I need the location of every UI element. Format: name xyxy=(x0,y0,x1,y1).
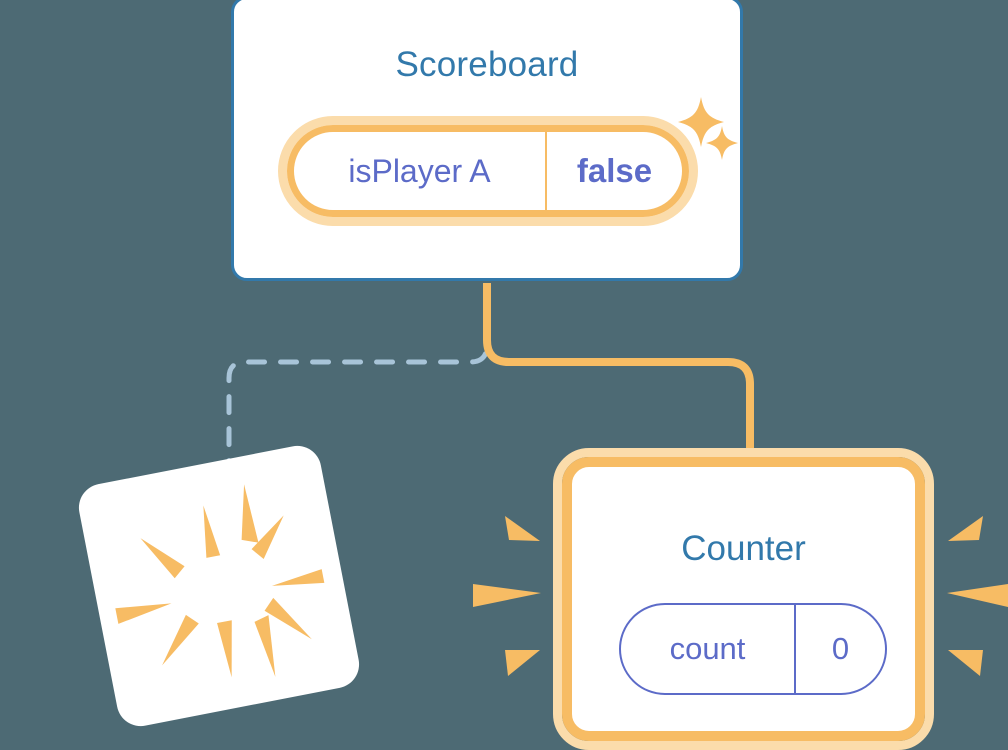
burst-ray-s xyxy=(217,620,232,678)
counter-state-value: 0 xyxy=(831,631,850,666)
burst-ray-nw xyxy=(140,538,185,579)
counter-ray-left-middle xyxy=(473,584,541,607)
scoreboard-card[interactable]: Scoreboard isPlayer A false xyxy=(231,0,743,281)
burst-ray-w xyxy=(115,603,172,624)
scoreboard-state-pill[interactable]: isPlayer A false xyxy=(287,125,689,217)
counter-ray-right-bottom xyxy=(948,650,983,676)
burst-ray-se xyxy=(264,597,312,640)
burst-ray-e xyxy=(271,569,325,586)
counter-state-key: count xyxy=(621,605,796,693)
counter-ray-left-bottom xyxy=(505,650,540,676)
sparkle-small-icon xyxy=(706,126,738,160)
counter-ray-right-middle xyxy=(947,584,1008,607)
burst-ray-nne xyxy=(241,484,259,543)
connector-scoreboard-to-counter xyxy=(483,283,754,466)
counter-ray-left-top xyxy=(505,516,540,541)
scoreboard-state-key: isPlayer A xyxy=(294,132,547,210)
counter-title: Counter xyxy=(681,529,806,568)
counter-state-pill[interactable]: count 0 xyxy=(619,603,887,695)
scoreboard-title: Scoreboard xyxy=(395,45,579,84)
scoreboard-state-value: false xyxy=(576,152,653,189)
scoreboard-state-pill-halo: isPlayer A false xyxy=(278,116,698,226)
burst-ray-sw xyxy=(162,614,199,666)
sparkle-large-icon xyxy=(678,97,724,147)
counter-card[interactable]: Counter count 0 xyxy=(562,457,925,741)
burst-ray-ne xyxy=(251,515,284,559)
counter-card-halo: Counter count 0 xyxy=(553,448,934,750)
counter-ray-right-top xyxy=(948,516,983,541)
burst-ray-sse xyxy=(254,615,276,677)
burst-ray-n xyxy=(203,505,221,558)
